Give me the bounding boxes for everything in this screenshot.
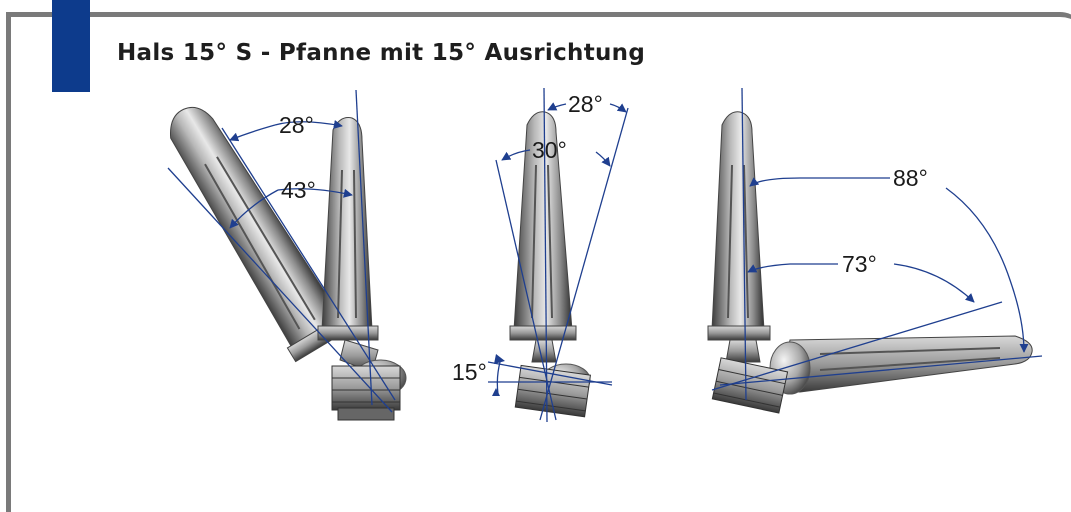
page-title: Hals 15° S - Pfanne mit 15° Ausrichtung [117,40,646,66]
view-left: 28° 43° [167,89,407,421]
angle-label-right-73: 73° [842,251,877,277]
angle-label-right-88: 88° [893,165,928,191]
angle-label-center-15: 15° [452,359,487,385]
angle-label-center-28: 28° [568,91,603,117]
view-right: 88° 73° [707,87,1043,414]
angle-label-left-43: 43° [281,177,316,203]
figure-frame [6,12,1071,512]
angle-label-left-28: 28° [279,112,314,138]
accent-bar [52,0,90,92]
angle-label-center-30: 30° [532,137,567,163]
view-center: 28° 30° 15° [452,87,629,423]
prosthesis-diagram: 28° 43° 28° 30° 15° [167,87,1043,423]
